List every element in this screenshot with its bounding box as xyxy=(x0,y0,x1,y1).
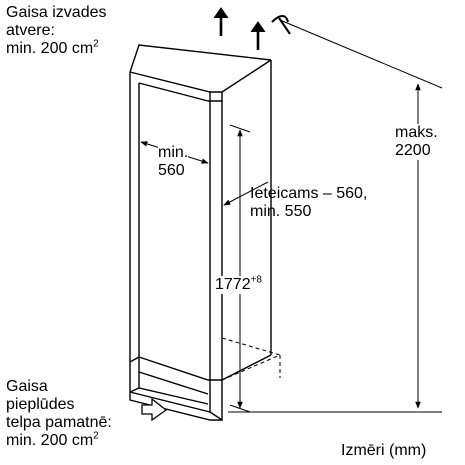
width-label: min. 560 xyxy=(158,144,189,180)
arrow-up-icon xyxy=(250,21,266,50)
dashed-depth-outline xyxy=(221,337,281,381)
dimension-lines xyxy=(140,19,443,413)
depth-label: Ieteicams – 560, min. 550 xyxy=(250,185,368,220)
arrow-up-icon xyxy=(213,7,229,36)
height-label: 1772+8 xyxy=(215,274,262,294)
depth-marker-icon xyxy=(271,15,291,35)
arrow-right-outline-icon xyxy=(141,397,168,422)
units-label: Izmēri (mm) xyxy=(341,442,427,459)
max-height-label: maks. 2200 xyxy=(395,124,438,160)
outlet-label: Gaisa izvades atvere: min. 200 cm2 xyxy=(6,4,107,57)
inlet-label: Gaisa pieplūdes telpa pamatnē: min. 200 … xyxy=(6,378,112,449)
cabinet-niche xyxy=(129,44,272,422)
